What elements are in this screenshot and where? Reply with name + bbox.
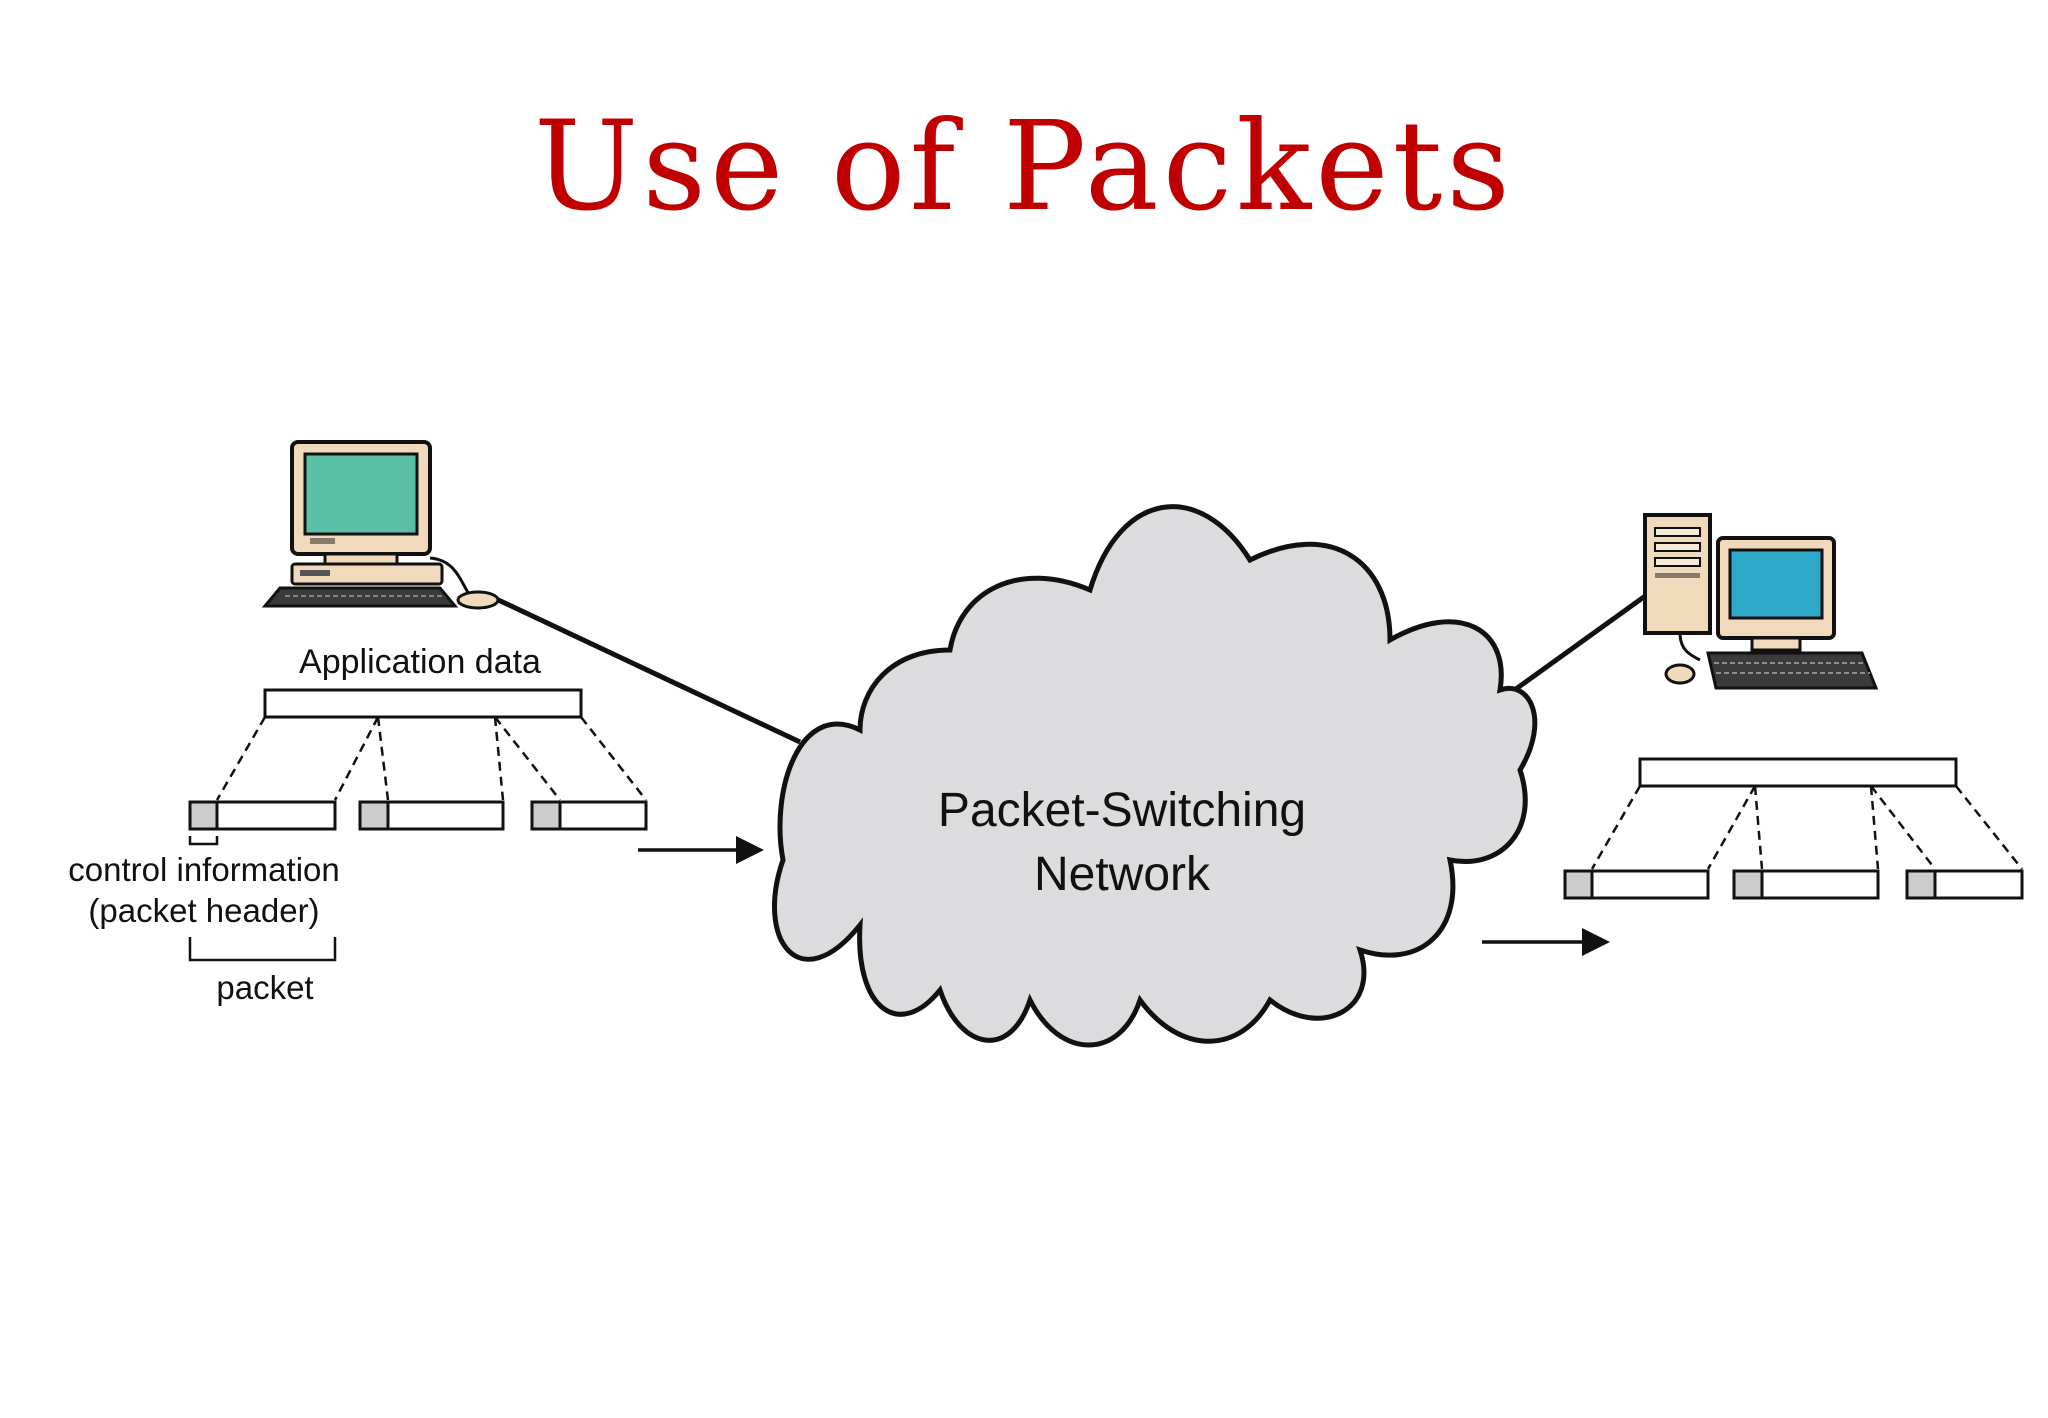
network-label-line2: Network bbox=[1034, 848, 1211, 901]
sender-link bbox=[490, 594, 802, 745]
receiver-arrow bbox=[1482, 928, 1610, 956]
receiver-link bbox=[1500, 591, 1650, 702]
application-data-label: Application data bbox=[299, 643, 541, 681]
cloud-icon bbox=[772, 504, 1538, 1048]
reassembled-data-block bbox=[1638, 757, 1958, 788]
receiver-split-lines bbox=[1590, 785, 2023, 870]
sender-arrow bbox=[638, 836, 764, 864]
receiver-packet-2 bbox=[1732, 869, 1880, 900]
receiver-packet-1 bbox=[1563, 869, 1710, 900]
application-data-block bbox=[263, 688, 583, 719]
sender-packet-2 bbox=[358, 800, 505, 831]
desktop-computer-icon bbox=[261, 440, 500, 610]
sender-split-lines bbox=[215, 716, 647, 801]
header-bracket bbox=[188, 836, 219, 846]
sender-packet-1 bbox=[188, 800, 337, 831]
slide-title: Use of Packets bbox=[533, 95, 1515, 239]
receiver-packet-3 bbox=[1905, 869, 2024, 900]
network-label-line1: Packet-Switching bbox=[938, 784, 1306, 837]
packet-bracket bbox=[188, 937, 337, 962]
control-info-label-line2: (packet header) bbox=[88, 892, 319, 929]
packet-label: packet bbox=[216, 969, 313, 1006]
tower-computer-icon bbox=[1643, 513, 1879, 690]
sender-packet-3 bbox=[530, 800, 648, 831]
control-info-label-line1: control information bbox=[68, 851, 339, 888]
